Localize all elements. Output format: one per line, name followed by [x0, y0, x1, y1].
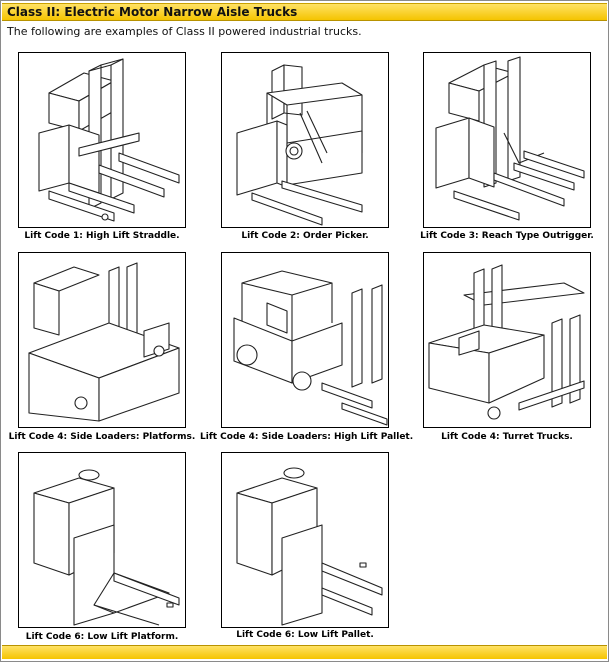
caption-side-loader-high-lift-pallet: Lift Code 4: Side Loaders: High Lift Pal… [200, 432, 414, 442]
section-footer-bar [2, 645, 607, 659]
truck-image-low-lift-pallet [221, 452, 389, 628]
caption-reach-type-outrigger: Lift Code 3: Reach Type Outrigger. [420, 231, 594, 241]
turret-truck-icon [428, 264, 585, 420]
low-lift-pallet-truck-icon [236, 467, 383, 626]
side-loader-platform-truck-icon [28, 262, 180, 422]
truck-image-side-loader-platform [18, 252, 186, 428]
caption-order-picker: Lift Code 2: Order Picker. [241, 231, 369, 241]
reach-type-outrigger-truck-icon [435, 56, 585, 221]
caption-low-lift-platform: Lift Code 6: Low Lift Platform. [25, 632, 179, 642]
intro-text: The following are examples of Class II p… [7, 25, 362, 38]
low-lift-platform-truck-icon [33, 469, 180, 626]
truck-image-turret [423, 252, 591, 428]
side-loader-high-lift-pallet-truck-icon [233, 270, 388, 426]
caption-low-lift-pallet: Lift Code 6: Low Lift Pallet. [236, 630, 374, 640]
truck-image-high-lift-straddle [18, 52, 186, 228]
high-lift-straddle-truck-icon [38, 58, 180, 222]
caption-turret: Lift Code 4: Turret Trucks. [441, 432, 573, 442]
section-title: Class II: Electric Motor Narrow Aisle Tr… [7, 5, 298, 19]
caption-high-lift-straddle: Lift Code 1: High Lift Straddle. [24, 231, 180, 241]
order-picker-truck-icon [236, 64, 363, 226]
truck-image-reach-type-outrigger [423, 52, 591, 228]
truck-image-side-loader-high-lift-pallet [221, 252, 389, 428]
caption-side-loader-platform: Lift Code 4: Side Loaders: Platforms. [8, 432, 196, 442]
truck-image-order-picker [221, 52, 389, 228]
section-header: Class II: Electric Motor Narrow Aisle Tr… [2, 3, 607, 21]
truck-image-low-lift-platform [18, 452, 186, 628]
